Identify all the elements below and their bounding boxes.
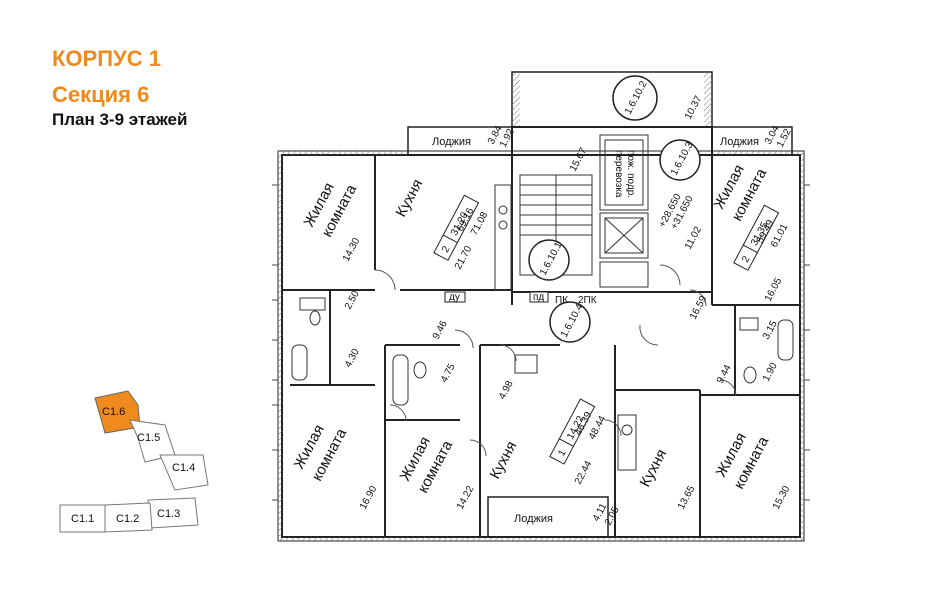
key-label-c14: С1.4 [172, 462, 195, 474]
svg-text:16.90: 16.90 [358, 484, 380, 512]
svg-text:1.90: 1.90 [761, 361, 780, 384]
key-section-c14[interactable] [159, 454, 209, 491]
circle-marker[interactable]: 1.6.10.1 [528, 239, 570, 281]
bath-fixtures [291, 184, 794, 471]
svg-text:4.75: 4.75 [439, 362, 458, 385]
du-label: ду [449, 292, 460, 303]
svg-text:15.30: 15.30 [771, 484, 793, 512]
key-label-c15: С1.5 [137, 432, 160, 444]
circle-marker[interactable]: 1.6.10.4 [549, 301, 591, 343]
svg-text:2.50: 2.50 [343, 289, 362, 312]
svg-text:3.15: 3.15 [761, 319, 780, 342]
key-label-c16: С1.6 [102, 406, 125, 418]
key-label-c12: С1.2 [116, 513, 139, 525]
top-shaft-block [511, 71, 713, 128]
loggia-bottom [487, 496, 609, 538]
room-label-kitchen: Кухня [487, 438, 521, 481]
door-arcs [374, 264, 737, 457]
key-plan: С1.6 С1.5 С1.4 С1.3 С1.2 С1.1 [59, 390, 209, 533]
svg-text:1: 1 [556, 448, 569, 458]
pd-box [529, 291, 549, 303]
building-title: КОРПУС 1 [52, 46, 161, 71]
pk2-label: 2ПК [578, 295, 597, 306]
loggia-label: Лоджия [720, 136, 759, 148]
du-box [444, 291, 466, 303]
circle-marker[interactable]: 1.6.10.3 [659, 139, 701, 181]
svg-text:14.22: 14.22 [455, 484, 477, 512]
svg-text:2: 2 [440, 244, 453, 254]
key-section-c15[interactable] [129, 419, 176, 463]
svg-text:10.37: 10.37 [683, 94, 705, 122]
window-ticks [272, 184, 810, 501]
pd-label: пд [533, 292, 544, 303]
loggia-label: Лоджия [514, 513, 553, 525]
key-section-c16[interactable] [94, 390, 141, 434]
svg-text:22.44: 22.44 [573, 459, 595, 487]
svg-text:13.65: 13.65 [676, 484, 698, 512]
svg-text:9.46: 9.46 [431, 319, 450, 342]
lifts [599, 134, 649, 288]
loggia-label: Лоджия [432, 136, 471, 148]
svg-text:16.59: 16.59 [688, 294, 710, 322]
section-title: Секция 6 [52, 82, 150, 107]
key-section-c11[interactable] [59, 504, 106, 533]
wall-hatch [278, 151, 804, 541]
room-label-kitchen: Кухня [393, 176, 427, 219]
svg-text:4.98: 4.98 [497, 379, 516, 402]
svg-text:21.70: 21.70 [453, 244, 475, 272]
key-label-c13: С1.3 [157, 508, 180, 520]
lift-label: пож. подр. [625, 150, 636, 198]
svg-text:4.30: 4.30 [343, 347, 362, 370]
svg-text:11.02: 11.02 [683, 224, 704, 251]
svg-text:15.67: 15.67 [568, 146, 590, 174]
svg-text:14.30: 14.30 [341, 236, 363, 264]
lift-label: перевозка [613, 150, 624, 198]
circle-marker[interactable]: 1.6.10.2 [612, 75, 658, 121]
svg-text:2: 2 [740, 254, 753, 264]
room-label-kitchen: Кухня [637, 446, 671, 489]
key-label-c11: С1.1 [71, 513, 94, 525]
svg-text:9.44: 9.44 [715, 363, 734, 386]
pk-label: ПК [555, 295, 568, 306]
svg-text:16.05: 16.05 [763, 276, 785, 304]
interior-walls [282, 155, 800, 537]
plan-title: План 3-9 этажей [52, 110, 188, 129]
